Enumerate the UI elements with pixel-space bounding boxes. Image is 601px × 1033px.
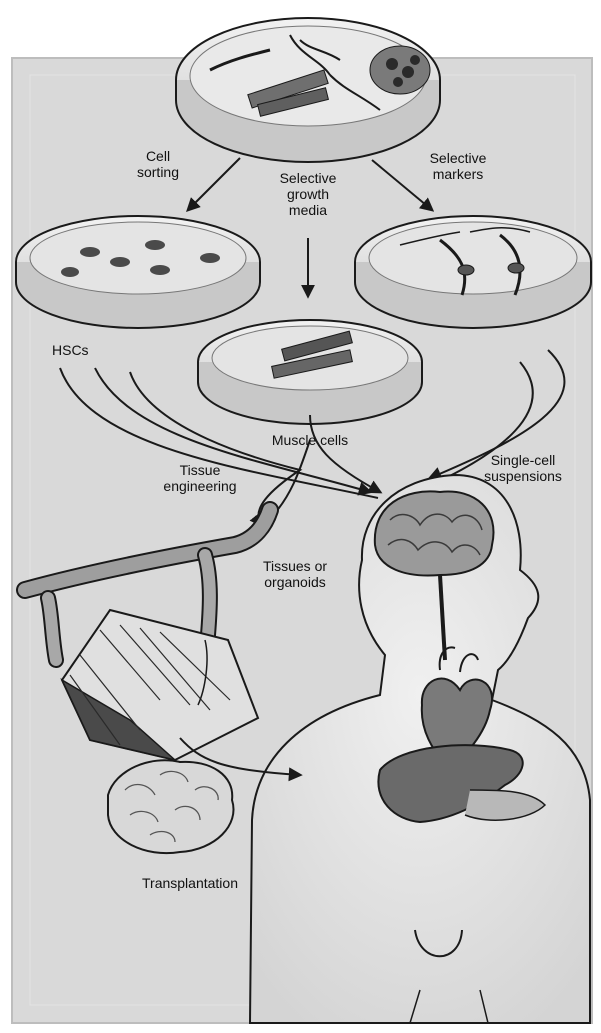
selective-markers-label: Selectivemarkers [418,150,498,182]
petri-dish-icon [198,320,422,424]
cell-sorting-label: Cellsorting [128,148,188,180]
petri-dish-icon [16,216,260,328]
transplantation-label: Transplantation [125,875,255,891]
muscle-cells-label: Muscle cells [255,432,365,448]
single-cell-suspensions-label: Single-cellsuspensions [458,452,588,484]
hscs-label: HSCs [52,342,112,358]
tissue-engineering-label: Tissueengineering [150,462,250,494]
petri-dish-icon [355,216,591,328]
petri-dish-icon [176,18,440,162]
tissues-or-organoids-label: Tissues ororganoids [250,558,340,590]
organoid-icon [108,760,233,853]
selective-growth-media-label: Selectivegrowthmedia [268,170,348,218]
